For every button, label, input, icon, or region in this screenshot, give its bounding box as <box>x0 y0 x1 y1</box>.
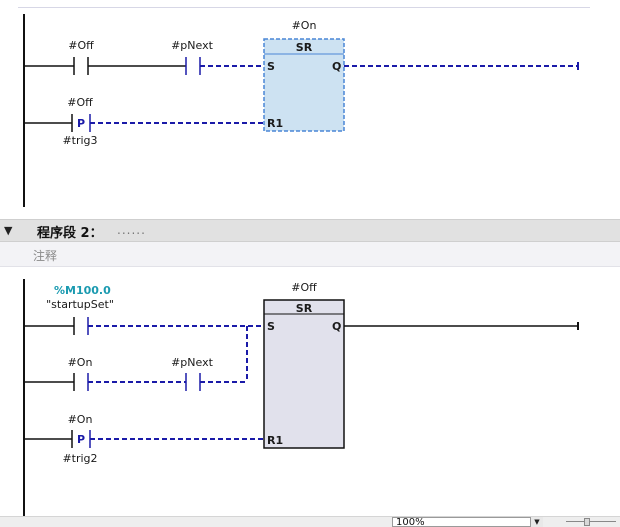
zoom-slider[interactable] <box>566 521 616 522</box>
sr-block-on-instance: #On <box>291 19 317 32</box>
zoom-slider-thumb[interactable] <box>584 518 590 526</box>
edge-contact-trig3-memory[interactable]: #trig3 <box>62 134 98 147</box>
contact-off-tag[interactable]: #Off <box>68 39 94 52</box>
segment-2-title: 程序段 2： <box>37 226 103 241</box>
contact-on-symbol[interactable] <box>73 373 89 391</box>
sr-block-off-pin-s: S <box>267 320 275 333</box>
contact-pnext-tag[interactable]: #pNext <box>171 39 213 52</box>
edge-contact-trig3-tag[interactable]: #Off <box>67 96 93 109</box>
contact-startupset-address[interactable]: %M100.0 <box>54 284 111 297</box>
edge-contact-trig3-mark: P <box>77 117 86 130</box>
sr-block-off-instance: #Off <box>291 281 317 294</box>
segment-2-header[interactable]: ▼ 程序段 2： ...... <box>0 219 620 242</box>
sr-block-off-pin-q: Q <box>332 320 342 333</box>
contact-pnext2-symbol[interactable] <box>185 373 201 391</box>
contact-on-tag[interactable]: #On <box>67 356 93 369</box>
sr-block-off-pin-r1: R1 <box>267 434 284 447</box>
sr-block-off[interactable] <box>263 299 345 449</box>
sr-block-on-pin-q: Q <box>332 60 342 73</box>
chevron-down-icon[interactable]: ▼ <box>530 517 543 527</box>
sr-block-on-type: SR <box>295 41 313 54</box>
edge-contact-trig2-tag[interactable]: #On <box>67 413 93 426</box>
editor-top-rule <box>18 7 590 8</box>
contact-startupset-tag[interactable]: "startupSet" <box>46 298 114 311</box>
edge-contact-trig2-memory[interactable]: #trig2 <box>62 452 98 465</box>
zoom-value: 100% <box>396 517 425 527</box>
status-bar: 100% ▼ <box>0 516 620 527</box>
contact-off-symbol[interactable] <box>73 57 89 75</box>
segment-2-title-placeholder[interactable]: ...... <box>117 223 146 237</box>
sr-block-off-type: SR <box>295 302 313 315</box>
sr-block-on-pin-s: S <box>267 60 275 73</box>
contact-startupset-symbol[interactable] <box>73 317 89 335</box>
collapse-triangle-icon[interactable]: ▼ <box>4 224 13 237</box>
segment-2-comment[interactable]: 注释 <box>33 249 58 263</box>
contact-pnext-symbol[interactable] <box>185 57 201 75</box>
segment-2-comment-row[interactable]: 注释 <box>0 242 620 267</box>
sr-block-on-pin-r1: R1 <box>267 117 284 130</box>
contact-pnext2-tag[interactable]: #pNext <box>171 356 213 369</box>
edge-contact-trig2-mark: P <box>77 433 86 446</box>
